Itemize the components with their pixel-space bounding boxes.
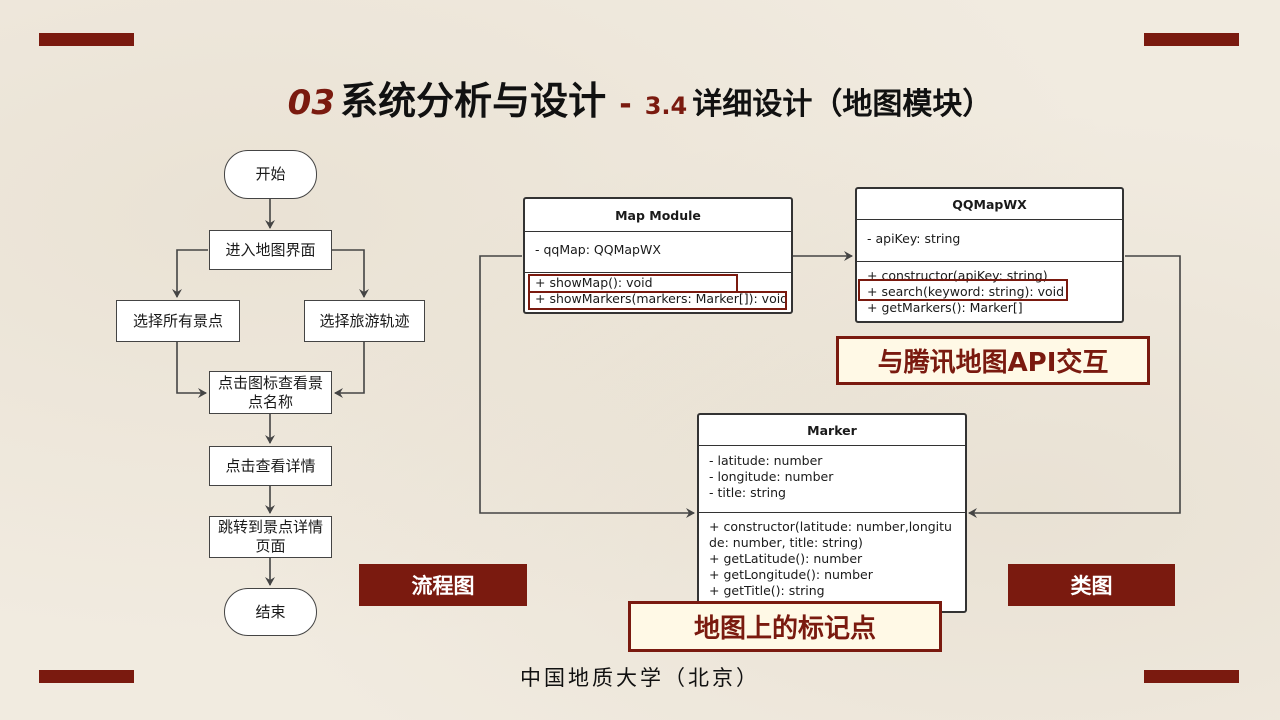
title-main: 系统分析与设计 [340,79,607,123]
class-methods-map-module: + showMap(): void + showMarkers(markers:… [525,272,791,309]
flow-node-click-icon: 点击图标查看景点名称 [209,371,332,414]
corner-bar-bottom-left [39,670,134,683]
corner-bar-top-left [39,33,134,46]
class-arrow-map-marker [479,255,695,518]
flow-node-enter-map: 进入地图界面 [209,230,332,270]
flow-node-jump-detail: 跳转到景点详情页面 [209,516,332,558]
highlight-showmarkers [528,291,787,310]
method-getlatitude: + getLatitude(): number [709,551,863,566]
attr-qqmap: - qqMap: QQMapWX [535,242,661,257]
method-constructor-marker: + constructor(latitude: number,longitude… [709,519,952,550]
class-name-map-module: Map Module [525,199,791,232]
attr-longitude: - longitude: number [709,469,834,484]
corner-bar-top-right [1144,33,1239,46]
flow-arrow-enter-selectroute [332,249,369,298]
class-attrs-marker: - latitude: number - longitude: number -… [699,446,965,512]
class-box-qqmapwx: QQMapWX - apiKey: string + constructor(a… [855,187,1124,323]
flow-node-select-route: 选择旅游轨迹 [304,300,425,342]
class-box-map-module: Map Module - qqMap: QQMapWX + showMap():… [523,197,793,314]
class-attrs-map-module: - qqMap: QQMapWX [525,232,791,272]
callout-marker: 地图上的标记点 [628,601,942,652]
flow-arrow-selectroute-click [334,342,365,398]
method-getlongitude: + getLongitude(): number [709,567,873,582]
flow-node-start: 开始 [224,150,317,199]
flowchart-label: 流程图 [359,564,527,606]
flow-node-end: 结束 [224,588,317,636]
class-diagram-label: 类图 [1008,564,1175,606]
title-sub-number: 3.4 [644,92,688,120]
attr-apikey: - apiKey: string [867,231,961,246]
attr-title: - title: string [709,485,786,500]
corner-bar-bottom-right [1144,670,1239,683]
class-box-marker: Marker - latitude: number - longitude: n… [697,413,967,613]
method-getmarkers: + getMarkers(): Marker[] [867,300,1023,315]
title-dash: - [619,87,632,122]
class-name-qqmapwx: QQMapWX [857,189,1122,220]
class-attrs-qqmapwx: - apiKey: string [857,220,1122,261]
method-showmarkers: + showMarkers(markers: Marker[]): void [535,291,789,306]
class-name-marker: Marker [699,415,965,446]
callout-api-interaction: 与腾讯地图API交互 [836,336,1150,385]
method-gettitle: + getTitle(): string [709,583,825,598]
highlight-search [858,279,1068,301]
footer-university: 中国地质大学（北京） [520,666,760,690]
method-showmap: + showMap(): void [535,275,653,290]
page-title: 03 系统分析与设计 - 3.4 详细设计（地图模块） [0,70,1280,125]
flow-arrow-selectall-click [176,342,207,398]
method-search: + search(keyword: string): void [867,284,1065,299]
flow-node-click-detail: 点击查看详情 [209,446,332,486]
title-number: 03 [287,83,335,123]
flow-node-select-all: 选择所有景点 [116,300,240,342]
class-methods-marker: + constructor(latitude: number,longitude… [699,512,965,605]
flow-arrow-enter-selectall [172,249,208,298]
title-sub: 详细设计（地图模块） [692,87,993,122]
attr-latitude: - latitude: number [709,453,823,468]
class-arrow-qq-marker [968,255,1181,518]
